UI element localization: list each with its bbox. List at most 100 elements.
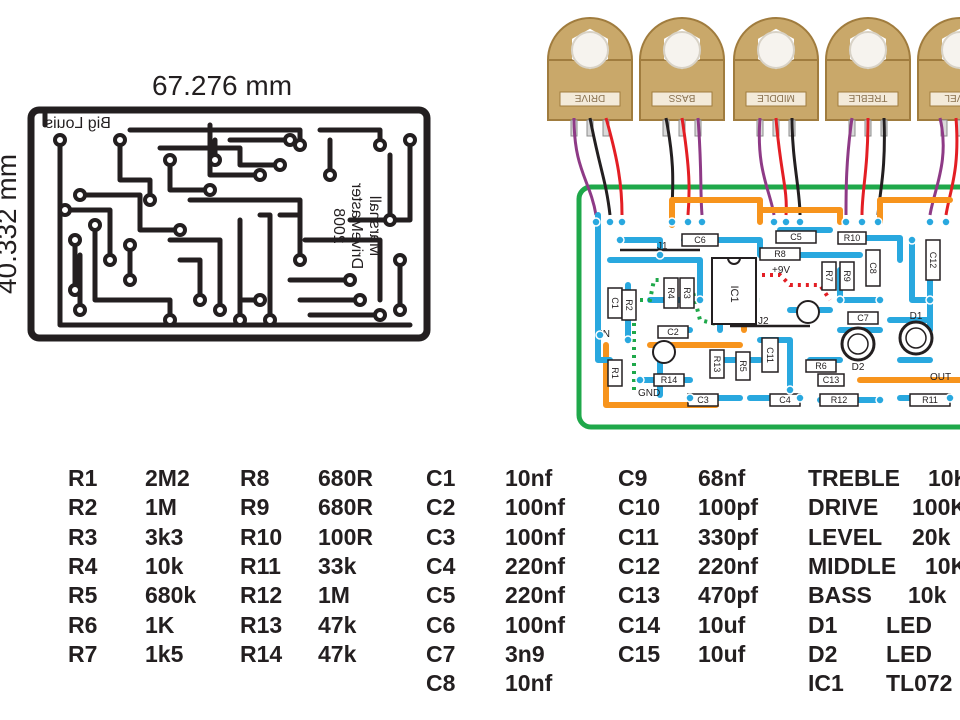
bom-value: 47k xyxy=(318,611,357,638)
part-r8: R8 xyxy=(759,247,801,261)
part-label: C8 xyxy=(868,262,878,274)
bom-ref: C13 xyxy=(618,582,661,609)
pcb-title-line3: 2008 xyxy=(330,208,347,244)
pcb-author-text: Big Louis xyxy=(45,115,111,132)
part-r9: R9 xyxy=(839,261,855,291)
bom-value: 100K xyxy=(912,494,960,521)
part-label: R9 xyxy=(842,270,852,282)
bom-ref: R3 xyxy=(68,523,98,550)
bom-ref: R8 xyxy=(240,465,270,491)
part-label: C7 xyxy=(857,313,869,323)
pad xyxy=(875,395,885,405)
part-r2: R2 xyxy=(621,289,637,321)
pad xyxy=(591,217,601,227)
part-label: R12 xyxy=(831,395,848,405)
bom-value: 10k xyxy=(145,552,184,579)
bom-ref: R4 xyxy=(68,552,98,579)
part-label: R1 xyxy=(610,367,620,379)
bom-value: 3k3 xyxy=(145,523,184,550)
part-c4: C4 xyxy=(769,393,801,407)
part-label: R3 xyxy=(682,287,692,299)
part-c8: C8 xyxy=(865,249,881,287)
bom-value: 3n9 xyxy=(505,640,545,667)
bom-ref: C14 xyxy=(618,611,661,638)
bom-value: 100R xyxy=(318,523,373,550)
bom-ref: C12 xyxy=(618,552,661,579)
part-r10: R10 xyxy=(837,231,867,245)
pad xyxy=(595,330,605,340)
part-label: C11 xyxy=(765,347,775,363)
bom-ref: C2 xyxy=(426,494,456,521)
bom-ref: R7 xyxy=(68,640,98,667)
bom-value: 100nf xyxy=(505,611,566,638)
pad xyxy=(667,217,677,227)
bom-value: TL072 xyxy=(886,670,953,697)
pcb-pads xyxy=(53,133,417,327)
bom-value: 10k xyxy=(908,582,947,609)
part-r4: R4 xyxy=(663,277,679,309)
part-label: R11 xyxy=(922,395,938,405)
part-label: R4 xyxy=(666,287,676,299)
part-c2: C2 xyxy=(657,325,689,339)
bom-value: LED xyxy=(886,611,932,638)
pot-label: TREBLE xyxy=(848,92,887,103)
pcb-title-line2: DriveMaster xyxy=(348,182,365,269)
d2-label: D2 xyxy=(852,362,865,373)
pad xyxy=(781,217,791,227)
pcb-mirrored-text: Big Louis Marshall DriveMaster 2008 xyxy=(45,115,383,269)
j2-label: J2 xyxy=(758,316,769,327)
pcb-title-line1: Marshall xyxy=(366,196,383,256)
pad xyxy=(907,235,917,245)
pad xyxy=(925,295,935,305)
bom-ref: LEVEL xyxy=(808,523,883,550)
pad xyxy=(835,295,845,305)
bom-ref: C7 xyxy=(426,640,456,667)
pad xyxy=(617,217,627,227)
part-r11: R11 xyxy=(909,393,951,407)
part-r14: R14 xyxy=(653,373,685,387)
pad xyxy=(857,217,867,227)
pcb-width-dimension: 67.276 mm xyxy=(152,70,292,101)
bom-ref: DRIVE xyxy=(808,494,879,521)
part-label: R14 xyxy=(661,375,678,385)
part-c6: C6 xyxy=(681,233,719,247)
bom-value: 10uf xyxy=(698,611,746,638)
bom-value: LED xyxy=(886,640,932,667)
red-power-wire xyxy=(754,273,832,302)
bom-ref: IC1 xyxy=(808,670,844,697)
part-r1: R1 xyxy=(607,359,623,387)
bom-ref: R9 xyxy=(240,494,270,521)
pad xyxy=(795,393,805,403)
pcb-etch-layout: 67.276 mm 40.332 mm xyxy=(0,70,431,342)
bom-ref: D1 xyxy=(808,611,838,638)
pot-label: DRIVE xyxy=(574,92,605,103)
bom-ref: C10 xyxy=(618,494,661,521)
part-label: R13 xyxy=(712,356,722,373)
pot-bass: BASS xyxy=(639,17,725,137)
bom-value: 100nf xyxy=(505,494,566,521)
pcb-traces xyxy=(42,109,413,328)
pot-label: LEVEL xyxy=(944,92,960,103)
bom-ref: R11 xyxy=(240,552,281,579)
part-r13: R13 xyxy=(709,349,725,379)
board-outline xyxy=(576,184,960,430)
bom-ref: R5 xyxy=(68,582,98,609)
bom-value: 220nf xyxy=(505,552,566,579)
pad xyxy=(941,217,951,227)
bom-ref: R1 xyxy=(68,465,98,491)
bom-ref: C11 xyxy=(618,523,659,550)
bom-value: 100nf xyxy=(505,523,566,550)
bom-ref: R10 xyxy=(240,523,283,550)
bom-value: 100pf xyxy=(698,494,759,521)
part-label: R8 xyxy=(774,249,786,259)
led-d1: D1 xyxy=(898,311,934,356)
part-c11: C11 xyxy=(761,337,779,373)
ground-label: GND xyxy=(638,388,660,399)
bom-ref: C8 xyxy=(426,670,456,697)
bom-value: 10uf xyxy=(698,640,746,667)
part-c7: C7 xyxy=(847,311,879,325)
part-label: C6 xyxy=(694,235,706,245)
bom-value: 680R xyxy=(318,494,373,521)
ic1-label: IC1 xyxy=(728,285,740,302)
bom-value: 33k xyxy=(318,552,357,579)
